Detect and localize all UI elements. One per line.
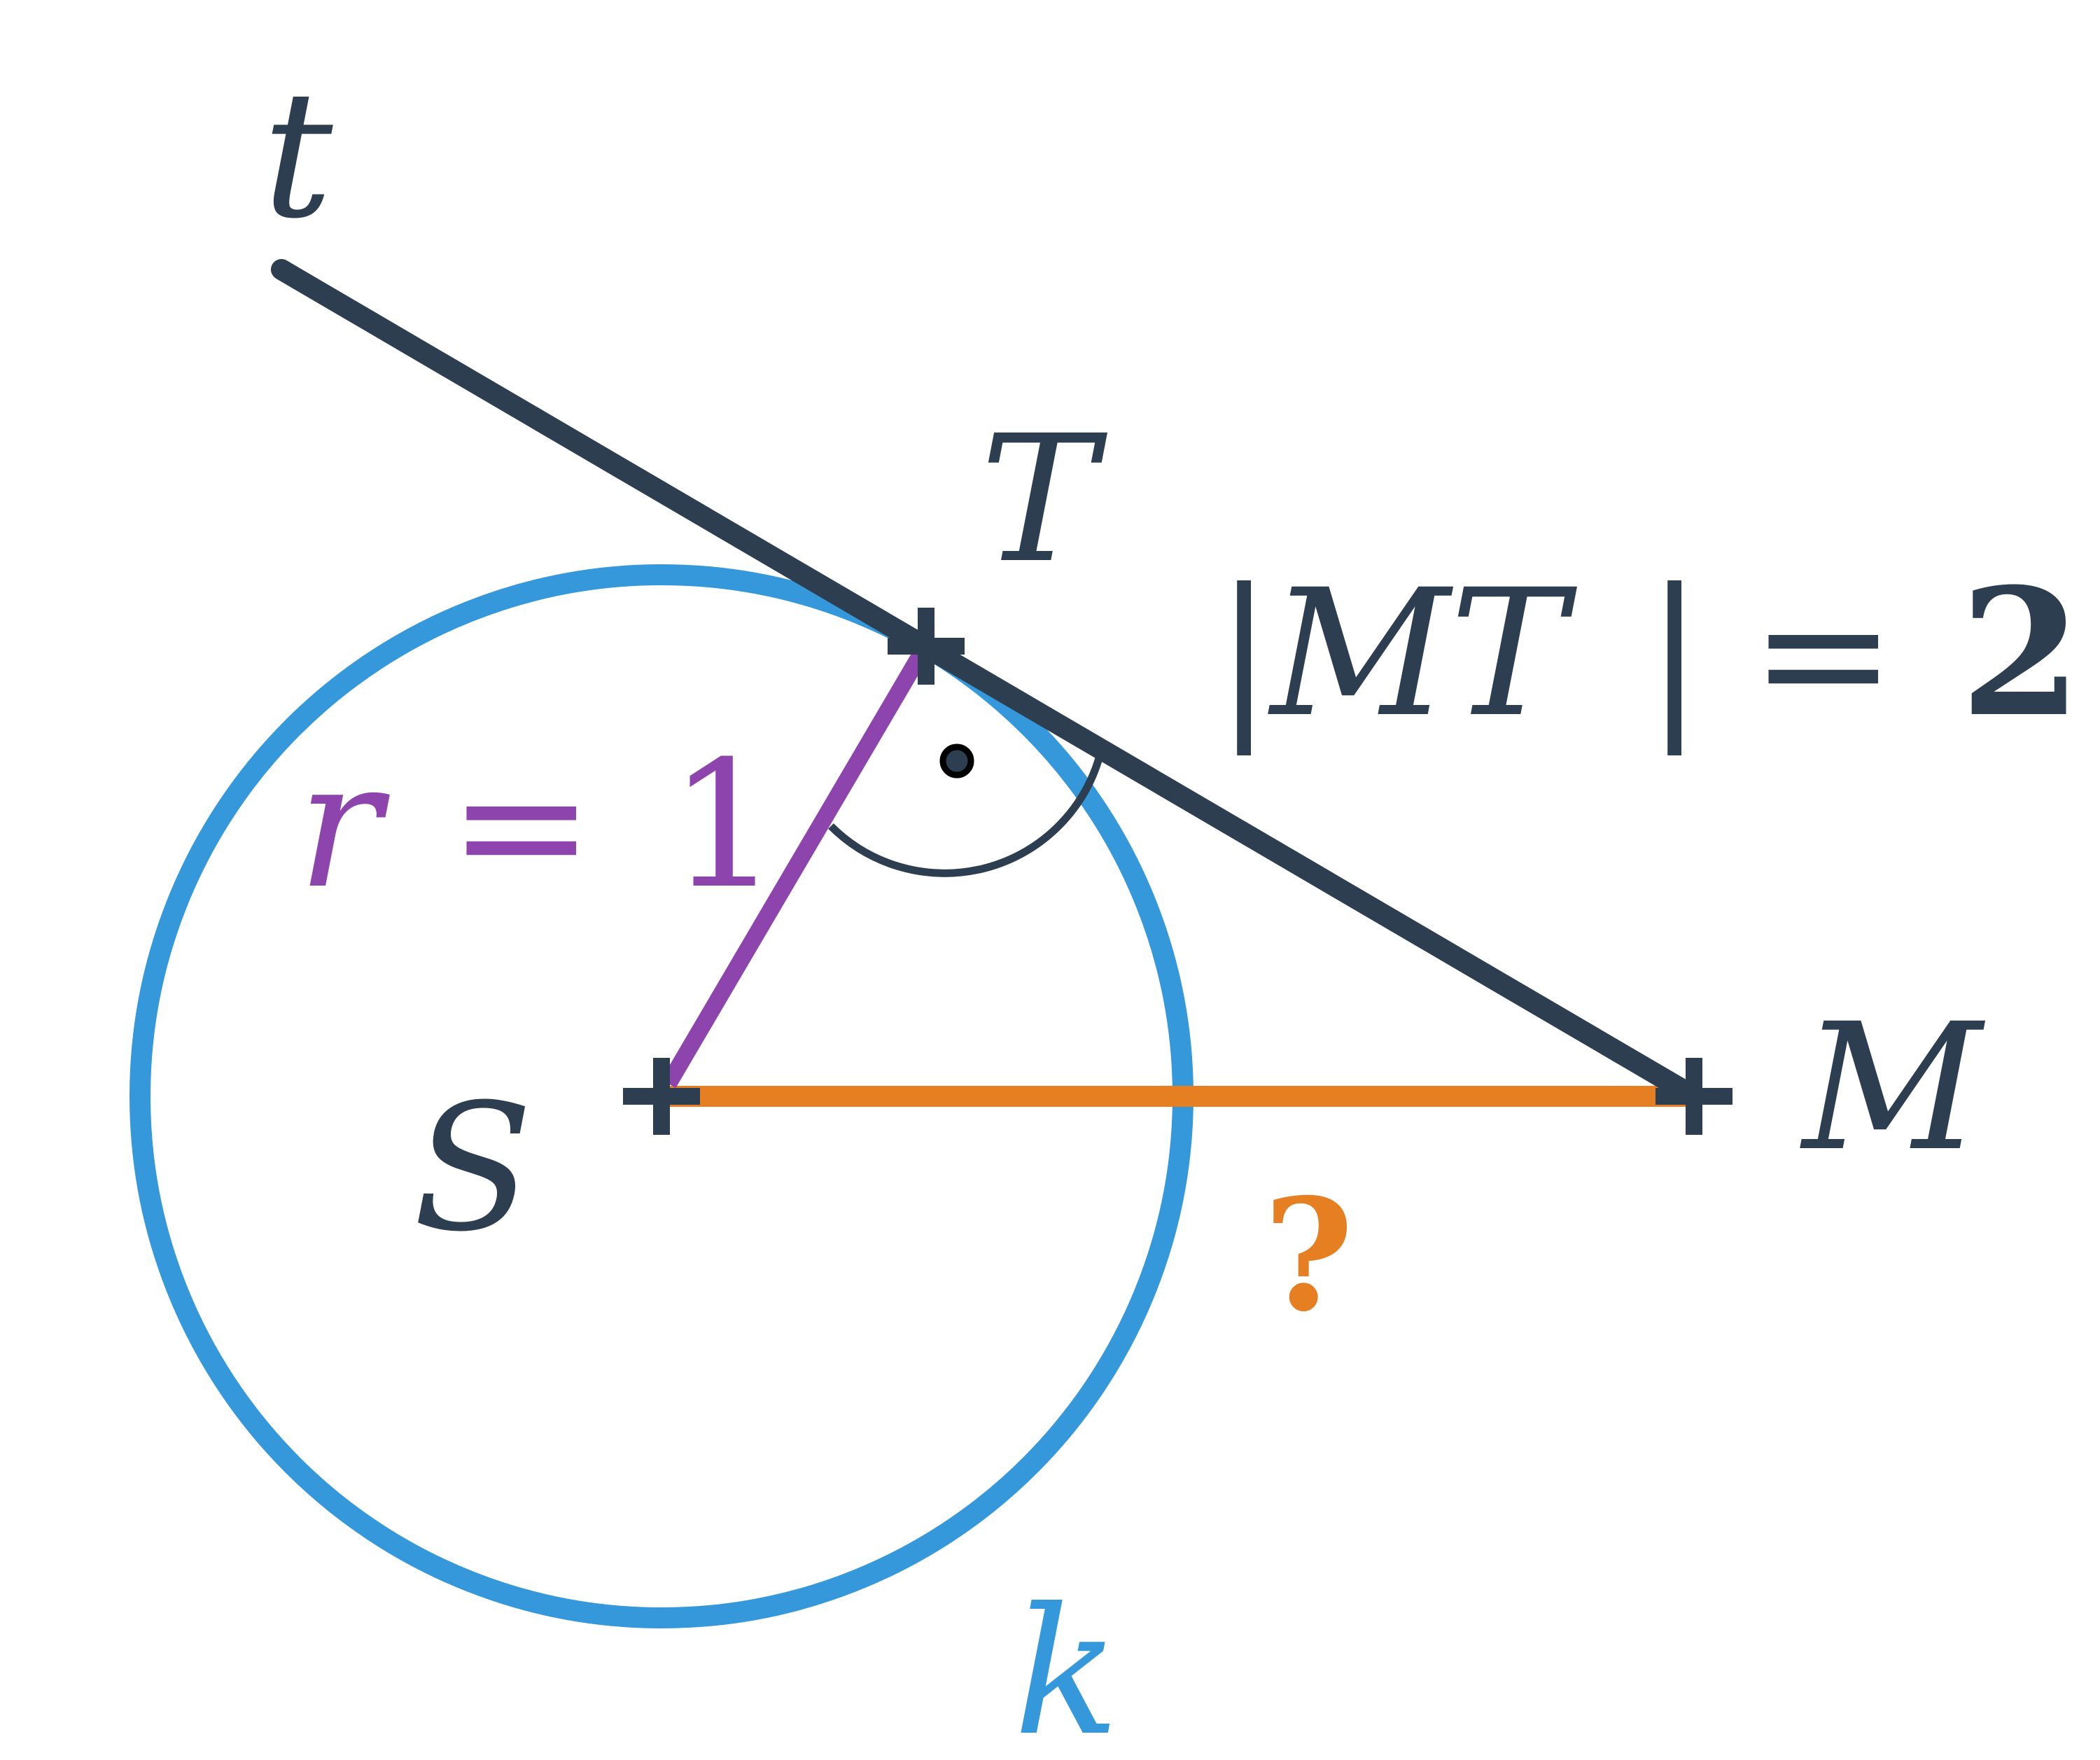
label-m: M: [1800, 986, 1986, 1189]
radius-equation: r = 1: [298, 723, 780, 927]
mt-bar-left: |: [1214, 552, 1273, 755]
right-angle-dot: [939, 743, 974, 778]
radius-variable: r: [298, 723, 390, 927]
point-marker-m: [1656, 1058, 1732, 1135]
label-s: S: [413, 1066, 533, 1270]
radius-st: [661, 646, 930, 1089]
radius-equals: =: [448, 723, 594, 927]
label-point-t: T: [980, 398, 1107, 601]
label-t: t: [262, 53, 333, 257]
mt-length-equation: | MT | = 2: [1214, 550, 2082, 755]
label-unknown: ?: [1264, 1164, 1354, 1346]
tangent-line-t: [271, 259, 1704, 1107]
mt-segment-name: MT: [1268, 552, 1577, 755]
point-marker-t: [888, 608, 965, 685]
mt-equals: =: [1750, 552, 1896, 755]
radius-value: 1: [668, 723, 780, 927]
mt-value: 2: [1960, 550, 2082, 755]
right-angle-arc: [828, 757, 1103, 877]
mt-bar-right: |: [1645, 552, 1704, 755]
label-k: k: [1014, 1570, 1120, 1760]
point-marker-s: [623, 1058, 700, 1135]
